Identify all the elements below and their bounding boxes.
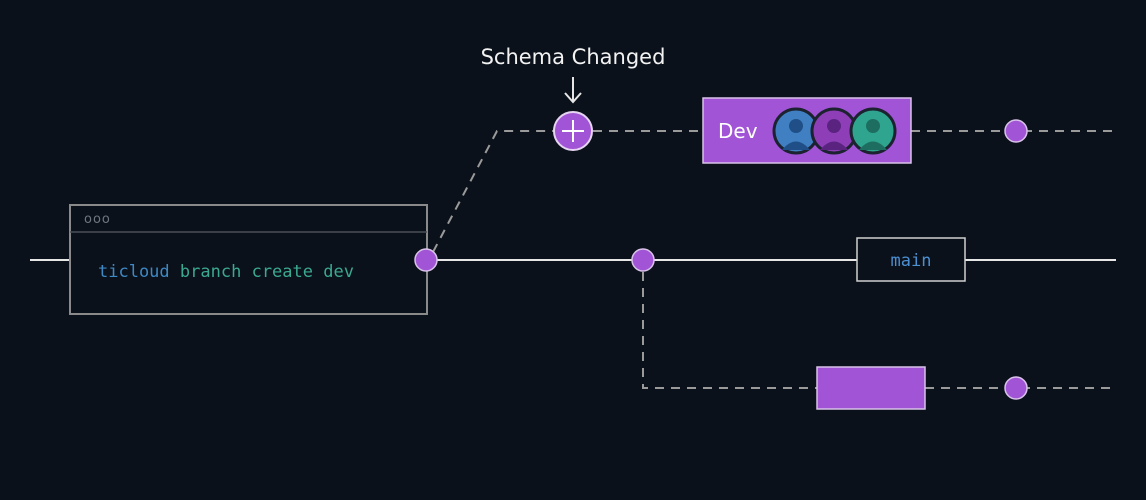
commit-node-branch-point[interactable] [414, 248, 438, 272]
commit-node-dev-end[interactable] [1004, 119, 1028, 143]
dev-branch-box[interactable]: Dev [702, 97, 912, 164]
command-word-branch: branch [180, 262, 241, 282]
avatar-blue [772, 107, 820, 155]
dev-branch-connector [432, 130, 555, 253]
command-word-dev: dev [323, 262, 354, 282]
avatar-purple [810, 107, 858, 155]
terminal-window: ooo ticloud branch create dev [69, 204, 428, 315]
schema-changed-label: Schema Changed [481, 45, 666, 69]
feature-branch-box[interactable] [816, 366, 926, 410]
feature-branch-connector [642, 272, 817, 389]
terminal-command: ticloud branch create dev [98, 262, 354, 282]
schema-change-node[interactable] [553, 111, 593, 151]
command-word-create: create [252, 262, 313, 282]
plus-icon [562, 120, 584, 142]
command-word-ticloud: ticloud [98, 262, 170, 282]
commit-node-feature-end[interactable] [1004, 376, 1028, 400]
main-branch-box[interactable]: main [856, 237, 966, 282]
down-arrow-icon [564, 77, 582, 104]
dev-branch-label: Dev [718, 119, 758, 143]
main-branch-label: main [891, 251, 932, 271]
commit-node-main[interactable] [631, 248, 655, 272]
avatar-teal [849, 107, 897, 155]
window-dots: ooo [84, 212, 111, 227]
